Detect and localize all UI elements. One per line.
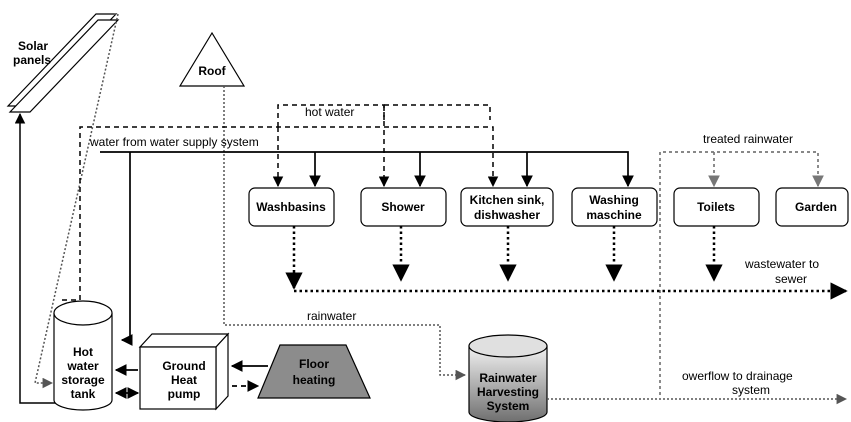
ground-heat-pump: Ground Heat pump [138,332,230,411]
solar-panels-label-1: Solar [18,39,48,53]
water-supply-line [100,151,634,188]
toilets-node: Toilets [673,187,760,227]
tank-label-2: water [66,359,99,373]
supply-tank-line [120,152,133,346]
rainwater-label: rainwater [307,309,356,323]
heat-pump-label-1: Ground [162,359,205,373]
rainwater-harvesting-system: Rainwater Harvesting System [468,334,548,422]
water-supply-label: water from water supply system [89,135,259,149]
washing-label-2: maschine [586,208,642,222]
floor-heating-label-2: heating [293,373,336,387]
tank-label-4: tank [71,387,96,401]
kitchen-node: Kitchen sink, dishwasher [460,187,554,227]
floor-heating-label-1: Floor [299,357,329,371]
shower-node: Shower [360,187,447,227]
shower-label: Shower [381,200,425,214]
solar-panels: Solar panels [6,13,120,113]
heat-pump-label-3: pump [168,387,201,401]
roof-label: Roof [198,64,226,78]
tank-label-3: storage [61,373,105,387]
roof: Roof [178,31,246,87]
rwh-label-3: System [487,399,530,413]
garden-node: Garden [775,187,849,227]
treated-rainwater-line [659,151,824,395]
rainwater-line [223,86,467,381]
floor-heating: Floor heating [257,344,371,399]
overflow-label-1: owerflow to drainage [682,369,793,383]
hot-water-kitchen-link [384,104,491,120]
washing-label-1: Washing [589,193,639,207]
treated-rainwater-label: treated rainwater [703,132,793,146]
hot-water-shower-line [277,104,390,188]
hot-water-label: hot water [305,105,354,119]
rwh-label-2: Harvesting [477,385,539,399]
wastewater-lines [285,226,848,300]
wastewater-label-2: sewer [775,272,807,286]
kitchen-label-1: Kitchen sink, [470,193,545,207]
rwh-label-1: Rainwater [479,371,537,385]
kitchen-label-2: dishwasher [474,208,540,222]
hot-water-tank: Hot water storage tank [53,300,113,411]
heat-pump-label-2: Heat [171,373,197,387]
solar-loop-return-line [34,13,119,389]
washbasins-label: Washbasins [256,200,326,214]
wastewater-label-1: wastewater to [744,257,819,271]
overflow-label-2: system [732,383,770,397]
hot-water-main-line [62,126,499,301]
solar-feed-line [14,112,56,404]
washing-machine-node: Washing maschine [571,187,658,227]
solar-panels-label-2: panels [13,53,51,67]
tank-label-1: Hot [73,345,93,359]
toilets-label: Toilets [697,200,735,214]
garden-label: Garden [795,200,837,214]
washbasins-node: Washbasins [248,187,335,227]
